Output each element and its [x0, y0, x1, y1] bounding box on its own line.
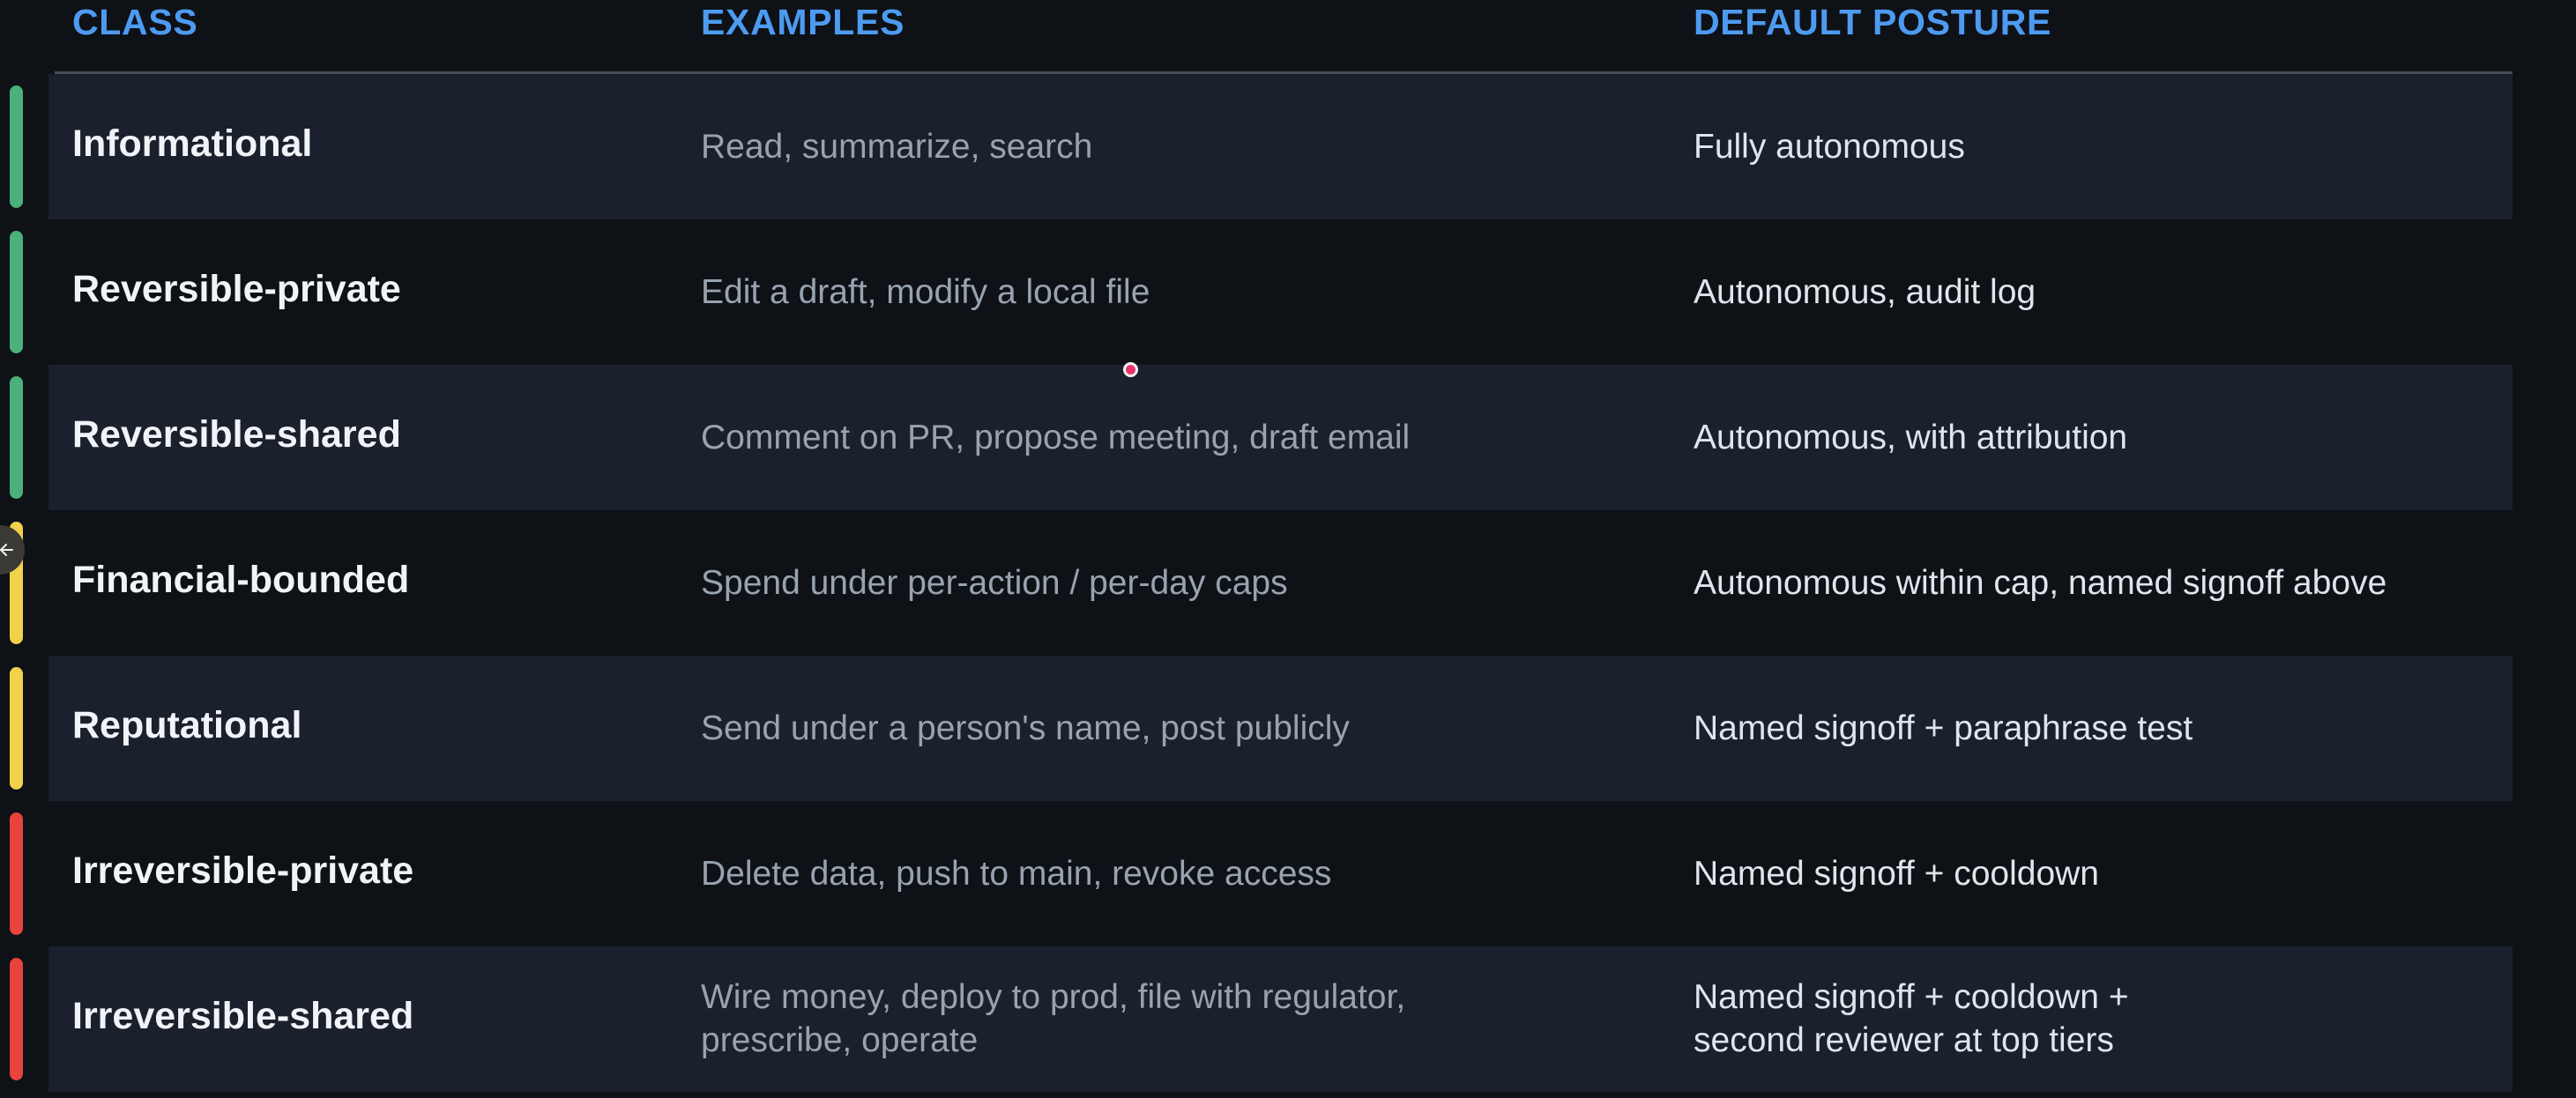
- table-body: Informational Read, summarize, search Fu…: [0, 74, 2576, 1092]
- cursor-dot: [1123, 362, 1138, 377]
- cell-posture: Autonomous, audit log: [1694, 273, 2036, 311]
- table-row[interactable]: Reversible-private Edit a draft, modify …: [0, 219, 2576, 365]
- cell-posture: Named signoff + paraphrase test: [1694, 709, 2193, 747]
- risk-accent-bar: [10, 667, 23, 790]
- table-header-row: CLASS EXAMPLES DEFAULT POSTURE: [0, 0, 2576, 74]
- cell-class: Reversible-private: [72, 268, 401, 310]
- risk-accent-bar: [10, 958, 23, 1080]
- column-header-posture: DEFAULT POSTURE: [1694, 2, 2052, 42]
- cell-examples: Read, summarize, search: [701, 128, 1093, 166]
- cell-class: Irreversible-private: [72, 849, 414, 892]
- header-divider: [55, 71, 2513, 74]
- table-row[interactable]: Reversible-shared Comment on PR, propose…: [0, 365, 2576, 510]
- row-background: [48, 946, 2513, 1092]
- table-row[interactable]: Financial-bounded Spend under per-action…: [0, 510, 2576, 656]
- cell-class: Financial-bounded: [72, 559, 410, 601]
- cell-class: Informational: [72, 122, 313, 165]
- cell-examples: Comment on PR, propose meeting, draft em…: [701, 419, 1411, 456]
- arrow-left-icon: [0, 544, 13, 556]
- cell-examples: Wire money, deploy to prod, file with re…: [701, 978, 1406, 1059]
- table-row[interactable]: Informational Read, summarize, search Fu…: [0, 74, 2576, 219]
- cell-examples: Delete data, push to main, revoke access: [701, 855, 1332, 893]
- row-background: [48, 74, 2513, 219]
- cell-posture: Autonomous within cap, named signoff abo…: [1694, 564, 2387, 602]
- cell-posture: Fully autonomous: [1694, 128, 1965, 166]
- cell-examples: Send under a person's name, post publicl…: [701, 709, 1350, 747]
- risk-accent-bar: [10, 85, 23, 208]
- table-row[interactable]: Irreversible-private Delete data, push t…: [0, 801, 2576, 946]
- risk-accent-bar: [10, 376, 23, 499]
- cell-examples: Edit a draft, modify a local file: [701, 273, 1150, 311]
- cell-class: Reversible-shared: [72, 413, 401, 456]
- column-header-class: CLASS: [72, 2, 198, 42]
- row-background: [48, 365, 2513, 510]
- column-header-examples: EXAMPLES: [701, 2, 905, 42]
- table-row[interactable]: Reputational Send under a person's name,…: [0, 656, 2576, 801]
- risk-accent-bar: [10, 231, 23, 353]
- cell-examples: Spend under per-action / per-day caps: [701, 564, 1288, 602]
- cell-class: Reputational: [72, 704, 302, 746]
- cell-posture: Autonomous, with attribution: [1694, 419, 2128, 456]
- table-row[interactable]: Irreversible-shared Wire money, deploy t…: [0, 946, 2576, 1092]
- cell-posture: Named signoff + cooldown + second review…: [1694, 978, 2129, 1059]
- cell-class: Irreversible-shared: [72, 995, 414, 1037]
- risk-accent-bar: [10, 812, 23, 935]
- cell-posture: Named signoff + cooldown: [1694, 855, 2099, 893]
- row-background: [48, 656, 2513, 801]
